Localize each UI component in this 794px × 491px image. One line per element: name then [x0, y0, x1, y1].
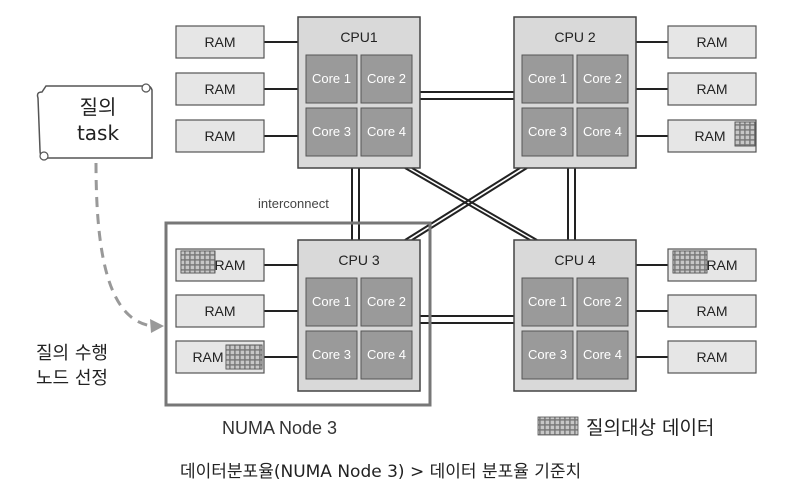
- node-select-line2: 노드 선정: [36, 368, 108, 389]
- cpu4-core2: Core 2: [582, 294, 623, 309]
- task-label-line1: 질의: [79, 95, 117, 119]
- cpu3-ram2: RAM: [204, 303, 236, 319]
- task-label-line2: task: [76, 121, 120, 145]
- dashed-arrow: [94, 162, 164, 333]
- cpu2-core3: Core 3: [527, 124, 568, 139]
- cpu2-core2: Core 2: [582, 71, 623, 86]
- cpu3-block: [297, 239, 421, 392]
- cpu3-core3: Core 3: [311, 347, 352, 362]
- cpu4-core3: Core 3: [527, 347, 568, 362]
- node-select-line1: 질의 수행: [36, 343, 108, 364]
- numa-node-frame: [164, 221, 432, 407]
- caption: 데이터분포율(NUMA Node 3) > 데이터 분포율 기준치: [180, 462, 582, 482]
- cpu1-ram2: RAM: [204, 81, 236, 97]
- cpu2-ram1: RAM: [696, 34, 728, 50]
- task-label: 질의 task: [60, 94, 136, 146]
- cpu4-ram3: RAM: [696, 349, 728, 365]
- numa-node-label: NUMA Node 3: [222, 418, 338, 438]
- cpu3-core1: Core 1: [311, 294, 352, 309]
- cpu2-block: [513, 16, 637, 169]
- cpu1-core1: Core 1: [311, 71, 352, 86]
- cpu3-core4: Core 4: [366, 347, 407, 362]
- cpu4-title: CPU 4: [554, 252, 596, 268]
- cpu1-block: [297, 16, 421, 169]
- cpu1-core2: Core 2: [366, 71, 407, 86]
- cpu1-ram1: RAM: [204, 34, 236, 50]
- node-select-label: 질의 수행 노드 선정: [36, 341, 108, 391]
- interconnect-label: interconnect: [258, 196, 329, 211]
- cpu2-ram3: RAM: [694, 128, 726, 144]
- cpu4-ram1: RAM: [706, 257, 738, 273]
- cpu4-block: [513, 239, 637, 392]
- cpu1-ram3: RAM: [204, 128, 236, 144]
- interconnect-lines: [351, 91, 576, 324]
- cpu4-core4: Core 4: [582, 347, 623, 362]
- cpu1-core3: Core 3: [311, 124, 352, 139]
- cpu2-title: CPU 2: [554, 29, 596, 45]
- cpu2-core1: Core 1: [527, 71, 568, 86]
- cpu4-core1: Core 1: [527, 294, 568, 309]
- cpu3-ram3: RAM: [192, 349, 224, 365]
- cpu1-title: CPU1: [340, 29, 378, 45]
- cpu2-ram2: RAM: [696, 81, 728, 97]
- cpu2-core4: Core 4: [582, 124, 623, 139]
- cpu3-ram1: RAM: [214, 257, 246, 273]
- legend-label: 질의대상 데이터: [586, 417, 715, 439]
- cpu3-title: CPU 3: [338, 252, 380, 268]
- cpu1-core4: Core 4: [366, 124, 407, 139]
- task-scroll-icon: [36, 83, 153, 161]
- ram-links: [264, 41, 668, 358]
- cpu3-core2: Core 2: [366, 294, 407, 309]
- cpu4-ram2: RAM: [696, 303, 728, 319]
